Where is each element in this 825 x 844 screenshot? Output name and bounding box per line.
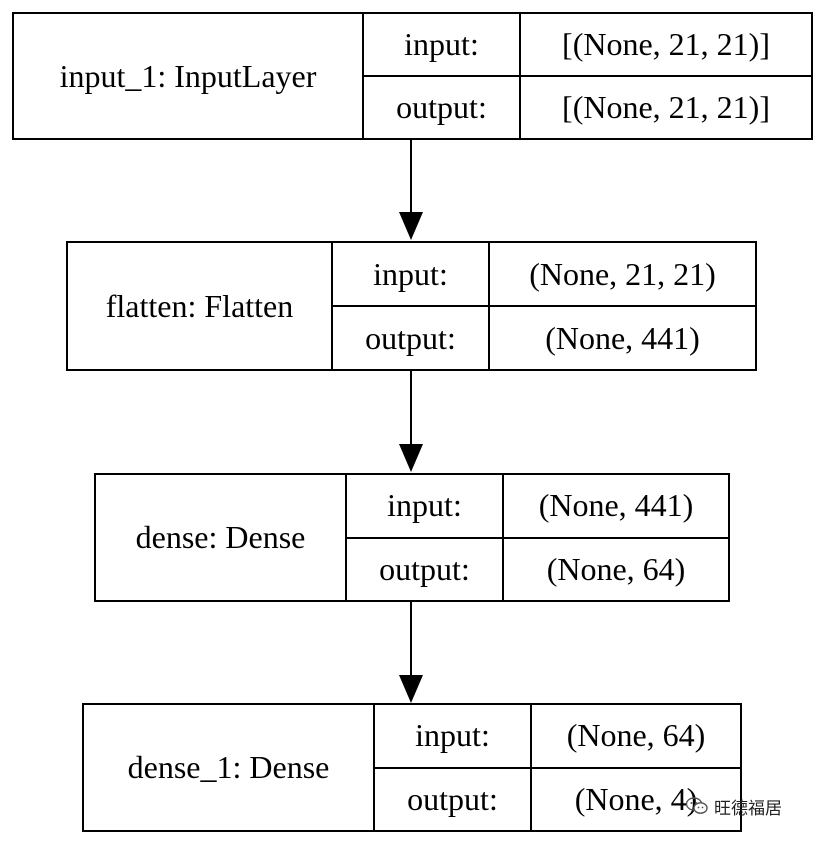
layer-name: dense: Dense xyxy=(96,475,347,600)
io-values: (None, 64) (None, 4) xyxy=(532,705,740,830)
input-label: input: xyxy=(375,705,530,769)
io-labels: input: output: xyxy=(347,475,504,600)
output-shape: (None, 64) xyxy=(546,550,686,587)
input-label: input: xyxy=(347,475,502,539)
arrow-2 xyxy=(399,371,423,472)
input-label: input: xyxy=(333,243,488,307)
layer-dense-1: dense_1: Dense input: output: (None, 64)… xyxy=(82,703,742,832)
watermark-text: 旺德福居 xyxy=(714,798,782,819)
output-label: output: xyxy=(379,550,470,587)
layer-name: dense_1: Dense xyxy=(84,705,375,830)
io-values: (None, 21, 21) (None, 441) xyxy=(490,243,755,369)
watermark: 旺德福居 xyxy=(686,792,816,820)
input-shape: [(None, 21, 21)] xyxy=(521,14,811,77)
output-shape: (None, 441) xyxy=(545,319,700,356)
input-label: input: xyxy=(364,14,519,77)
wechat-icon xyxy=(686,797,708,814)
output-label: output: xyxy=(396,89,487,125)
layer-flatten: flatten: Flatten input: output: (None, 2… xyxy=(66,241,757,371)
layer-input-1: input_1: InputLayer input: output: [(Non… xyxy=(12,12,813,140)
output-label: output: xyxy=(407,780,498,817)
input-shape: (None, 441) xyxy=(504,475,728,539)
io-labels: input: output: xyxy=(364,14,521,138)
output-label: output: xyxy=(365,319,456,356)
layer-name: input_1: InputLayer xyxy=(14,14,364,138)
arrow-1 xyxy=(399,140,423,240)
layer-dense: dense: Dense input: output: (None, 441) … xyxy=(94,473,730,602)
arrow-3 xyxy=(399,602,423,703)
output-shape: (None, 4) xyxy=(574,780,698,817)
input-shape: (None, 21, 21) xyxy=(490,243,755,307)
layer-name: flatten: Flatten xyxy=(68,243,333,369)
io-labels: input: output: xyxy=(333,243,490,369)
input-shape: (None, 64) xyxy=(532,705,740,769)
io-values: [(None, 21, 21)] [(None, 21, 21)] xyxy=(521,14,811,138)
io-values: (None, 441) (None, 64) xyxy=(504,475,728,600)
output-shape: [(None, 21, 21)] xyxy=(562,89,770,125)
io-labels: input: output: xyxy=(375,705,532,830)
